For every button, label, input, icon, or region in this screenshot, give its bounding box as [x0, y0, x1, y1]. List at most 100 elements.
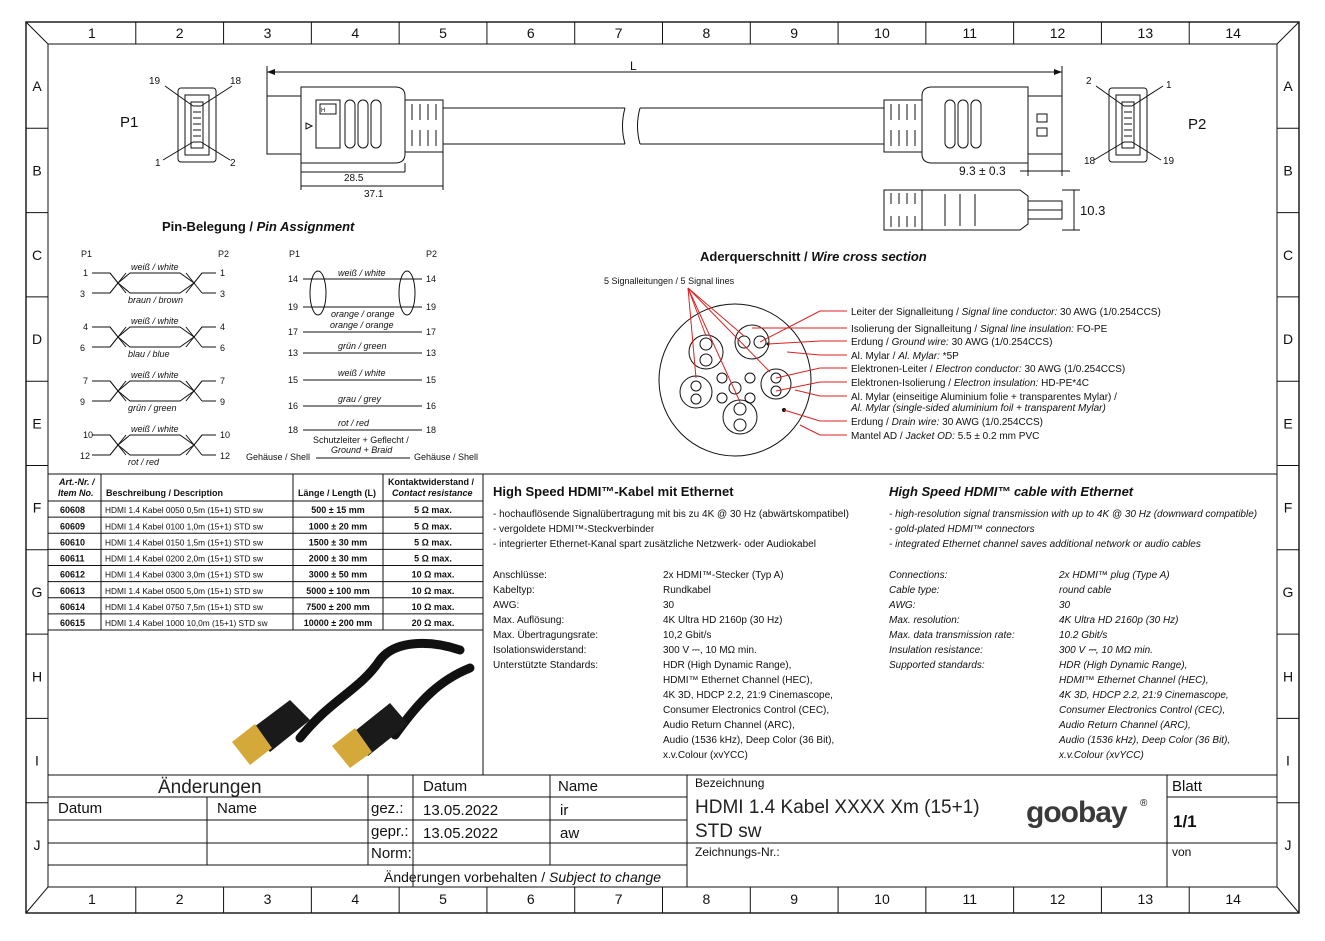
spec-label: Supported standards:	[889, 660, 985, 671]
row-label-left: E	[32, 415, 41, 431]
legend-entry: Erdung / Drain wire: 30 AWG (1/0.254CCS)	[851, 417, 1043, 428]
spec-value: 10.2 Gbit/s	[1059, 630, 1107, 641]
svg-text:9: 9	[220, 397, 225, 407]
svg-text:6: 6	[220, 343, 225, 353]
svg-text:7: 7	[83, 376, 88, 386]
row-label-right: I	[1286, 753, 1290, 769]
drawing-no-label: Zeichnungs-Nr.:	[695, 845, 780, 859]
svg-text:blau / blue: blau / blue	[128, 349, 170, 359]
svg-text:1: 1	[220, 268, 225, 278]
row-label-left: C	[32, 247, 42, 263]
spec-label: Max. Übertragungsrate:	[493, 629, 598, 641]
subject-to-change: Änderungen vorbehalten / Subject to chan…	[384, 869, 661, 885]
spec-label: Unterstützte Standards:	[493, 660, 598, 671]
col-label-bottom: 6	[527, 891, 535, 907]
frame-grid-marks	[26, 22, 1299, 913]
legend-entry: Al. Mylar (einseitige Aluminium folie + …	[851, 392, 1117, 403]
col-label-bottom: 5	[439, 891, 447, 907]
col-label-top: 12	[1050, 25, 1066, 41]
spec-value: 2x HDMI™-Stecker (Typ A)	[663, 570, 784, 581]
th-description: Beschreibung / Description	[106, 488, 223, 498]
svg-text:weiß / white: weiß / white	[338, 268, 386, 278]
svg-text:13: 13	[426, 348, 436, 358]
svg-text:weiß / white: weiß / white	[338, 368, 386, 378]
row-label-right: J	[1285, 837, 1292, 853]
dimension-28-5: 28.5	[344, 173, 364, 184]
svg-text:orange / orange: orange / orange	[330, 320, 394, 330]
col-label-bottom: 13	[1138, 891, 1154, 907]
col-label-bottom: 9	[790, 891, 798, 907]
svg-text:5000 ± 100 mm: 5000 ± 100 mm	[306, 586, 369, 596]
changes-heading: Änderungen	[158, 777, 262, 798]
row-label-right: F	[1284, 500, 1293, 516]
th-contact-2: Contact resistance	[392, 488, 473, 498]
svg-text:HDMI 1.4 Kabel 0200 2,0m (15+1: HDMI 1.4 Kabel 0200 2,0m (15+1) STD sw	[105, 554, 264, 564]
spec-label: Max. resolution:	[889, 615, 960, 626]
svg-text:5 Ω max.: 5 Ω max.	[414, 521, 452, 531]
spec-label: AWG:	[493, 600, 519, 611]
svg-text:60610: 60610	[60, 537, 85, 547]
changes-name: Name	[217, 800, 257, 817]
article-table	[47, 473, 484, 631]
col-label-top: 5	[439, 25, 447, 41]
col-label-top: 10	[874, 25, 890, 41]
col-label-top: 3	[264, 25, 272, 41]
pin-left-p2: P2	[218, 249, 229, 259]
desc-bullet: - gold-plated HDMI™ connectors	[889, 524, 1035, 535]
legend-entry: Erdung / Ground wire: 30 AWG (1/0.254CCS…	[851, 337, 1052, 348]
col-label-top: 9	[790, 25, 798, 41]
spec-label: Max. data transmission rate:	[889, 630, 1015, 641]
svg-text:19: 19	[288, 302, 298, 312]
spec-value: 4K 3D, HDCP 2.2, 21:9 Cinemascope,	[1059, 690, 1229, 701]
col-label-top: 2	[176, 25, 184, 41]
datum-header: Datum	[423, 778, 467, 795]
desc-bullet: - vergoldete HDMI™-Steckverbinder	[493, 524, 655, 535]
spec-value: 2x HDMI™ plug (Type A)	[1058, 570, 1170, 581]
p2-pin-2: 2	[1086, 76, 1092, 87]
blatt-value: 1/1	[1173, 812, 1197, 831]
spec-value: round cable	[1059, 585, 1112, 596]
title-block-grid	[48, 774, 1277, 887]
desc-bullet: - integrierter Ethernet-Kanal spart zusä…	[493, 539, 816, 550]
col-label-bottom: 14	[1225, 891, 1241, 907]
desc-bullet: - high-resolution signal transmission wi…	[889, 509, 1257, 520]
spec-value: Rundkabel	[663, 585, 711, 596]
row-label-right: H	[1283, 668, 1293, 684]
svg-text:rot / red: rot / red	[128, 457, 160, 467]
svg-text:5 Ω max.: 5 Ω max.	[414, 537, 452, 547]
col-label-bottom: 10	[874, 891, 890, 907]
svg-text:weiß / white: weiß / white	[131, 316, 179, 326]
row-label-right: B	[1283, 162, 1292, 178]
svg-text:6: 6	[80, 343, 85, 353]
p1-label: P1	[120, 114, 138, 131]
signal-lines-label: 5 Signalleitungen / 5 Signal lines	[604, 276, 735, 286]
col-label-bottom: 7	[615, 891, 623, 907]
row-label-left: G	[32, 584, 43, 600]
row-label-left: I	[35, 753, 39, 769]
von-label: von	[1172, 845, 1191, 859]
spec-value: 4K Ultra HD 2160p (30 Hz)	[1059, 615, 1179, 626]
svg-text:weiß / white: weiß / white	[131, 370, 179, 380]
dimension-9-3: 9.3 ± 0.3	[959, 164, 1006, 178]
spec-label: Cable type:	[889, 585, 940, 596]
gez-label: gez.:	[371, 800, 404, 817]
svg-text:7: 7	[220, 376, 225, 386]
svg-text:60609: 60609	[60, 521, 85, 531]
row-label-left: F	[33, 500, 42, 516]
svg-text:60615: 60615	[60, 618, 85, 628]
legend-entry: Elektronen-Leiter / Electron conductor: …	[851, 364, 1125, 375]
svg-text:17: 17	[426, 327, 436, 337]
svg-text:HDMI 1.4 Kabel 0300 3,0m (15+1: HDMI 1.4 Kabel 0300 3,0m (15+1) STD sw	[105, 570, 264, 580]
desc-bullet: - hochauflösende Signalübertragung mit b…	[493, 509, 849, 520]
spec-label: Insulation resistance:	[889, 645, 983, 656]
